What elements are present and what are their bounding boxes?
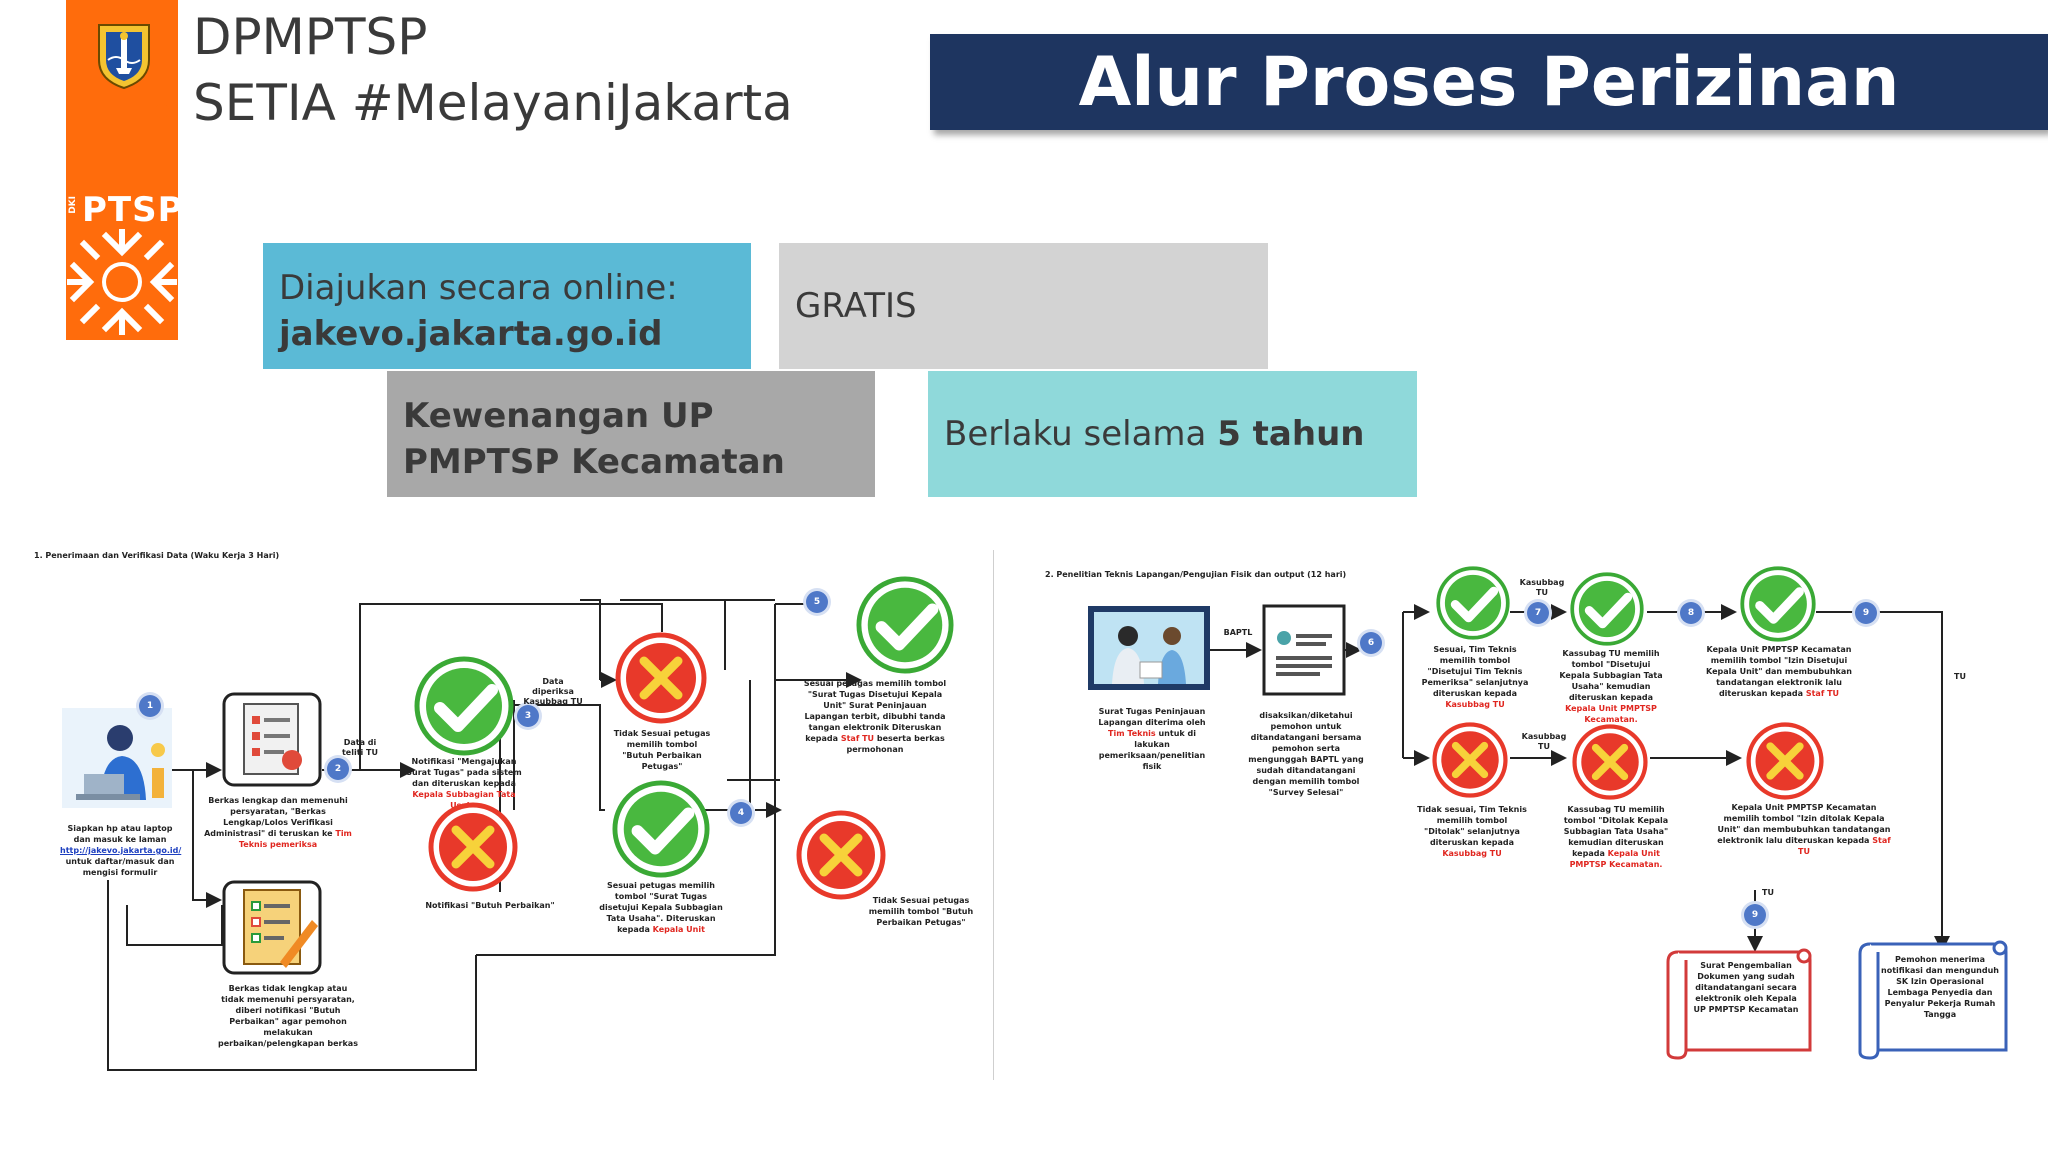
step-5-badge: 5 <box>806 591 828 613</box>
online-url-link[interactable]: jakevo.jakarta.go.id <box>279 314 663 354</box>
person-laptop-illustration <box>62 708 172 808</box>
edge-label-kasubbag-top: Kasubbag TU <box>1519 578 1565 597</box>
diagram-divider <box>993 550 994 1080</box>
cross-mark-icon <box>1432 722 1508 798</box>
jakarta-emblem-icon <box>98 24 150 90</box>
step-6-badge: 6 <box>1360 632 1382 654</box>
check-mark-icon <box>1570 572 1644 646</box>
online-submission-box: Diajukan secara online: jakevo.jakarta.g… <box>263 243 751 369</box>
edge-label-teliti: Data di teliti TU <box>341 738 379 757</box>
step-2-badge: 2 <box>327 758 349 780</box>
head-approve-description: Kepala Unit PMPTSP Kecamatan memilih tom… <box>1706 645 1852 698</box>
authority-text: Kewenangan UP PMPTSP Kecamatan <box>403 396 785 482</box>
brand-line-1: DPMPTSP <box>193 8 428 66</box>
incomplete-description: Berkas tidak lengkap atau tidak memenuhi… <box>218 984 358 1048</box>
cross-mark-icon <box>615 632 707 724</box>
check-mark-icon <box>856 576 954 674</box>
banner-title: Alur Proses Perizinan <box>1078 42 1900 122</box>
clipboard-check-icon <box>222 692 322 787</box>
step-9-top-badge: 9 <box>1855 602 1877 624</box>
check-mark-icon <box>612 780 710 878</box>
step-3-badge: 3 <box>517 705 539 727</box>
officer-accept-description: Sesuai petugas memilih tombol "Surat Tug… <box>599 881 723 934</box>
kasubbag-reject-description: Kassubag TU memilih tombol "Ditolak Kepa… <box>1563 805 1669 869</box>
tech-reject-description: Tidak sesuai, Tim Teknis memilih tombol … <box>1417 805 1527 858</box>
document-form-icon <box>1262 604 1346 696</box>
diagram1-title: 1. Penerimaan dan Verifikasi Data (Waku … <box>34 551 280 560</box>
permit-scroll-icon <box>1858 940 2008 1060</box>
step-8-badge: 8 <box>1680 602 1702 624</box>
baptl-description: disaksikan/diketahui pemohon untuk ditan… <box>1248 711 1364 797</box>
step-7-badge: 7 <box>1527 602 1549 624</box>
return-scroll-icon <box>1666 948 1812 1060</box>
sun-logo-icon <box>67 229 177 335</box>
edge-label-periksa: Data diperiksa Kasubbag TU <box>523 677 583 706</box>
final-accept-description: Sesuai petugas memilih tombol "Surat Tug… <box>803 679 947 754</box>
officer-reject-description: Tidak Sesuai petugas memilih tombol "But… <box>613 729 711 771</box>
validity-value: 5 tahun <box>1217 414 1365 454</box>
kasubbag-approve-description: Kassubag TU memilih tombol "Disetujui Ke… <box>1559 649 1663 724</box>
step-4-badge: 4 <box>730 802 752 824</box>
survey-description: Surat Tugas Peninjauan Lapangan diterima… <box>1098 707 1206 771</box>
step-1-badge: 1 <box>139 695 161 717</box>
edge-label-kasubbag-bottom: Kasubbag TU <box>1521 732 1567 751</box>
receive-description: Pemohon menerima notifikasi dan mengundu… <box>1881 955 1999 1019</box>
edge-label-baptl: BAPTL <box>1223 628 1253 637</box>
ptsp-logo-text: PTSP <box>82 190 184 230</box>
validity-prefix: Berlaku selama <box>944 414 1207 454</box>
cross-mark-icon <box>796 810 886 900</box>
edge-label-tu-right: TU <box>1954 672 1966 681</box>
cross-mark-icon <box>1746 722 1824 800</box>
title-banner: Alur Proses Perizinan <box>930 34 2048 130</box>
clipboard-edit-icon <box>222 880 322 975</box>
jakevo-link[interactable]: http://jakevo.jakarta.go.id/ <box>60 846 182 855</box>
head-reject-description: Kepala Unit PMPTSP Kecamatan memilih tom… <box>1717 803 1891 856</box>
return-description: Surat Pengembalian Dokumen yang sudah di… <box>1693 961 1799 1014</box>
brand-line-2: SETIA #MelayaniJakarta <box>193 74 793 132</box>
check-mark-icon <box>1436 566 1510 640</box>
cross-mark-icon <box>1572 724 1648 800</box>
check-mark-icon <box>414 656 514 756</box>
tech-approve-description: Sesuai, Tim Teknis memilih tombol "Diset… <box>1421 645 1529 709</box>
field-survey-illustration <box>1088 606 1210 690</box>
price-box: GRATIS <box>779 243 1268 369</box>
notif-fix-description: Notifikasi "Butuh Perbaikan" <box>425 901 555 910</box>
check-mark-icon <box>1740 566 1816 642</box>
final-reject-description: Tidak Sesuai petugas memilih tombol "But… <box>868 896 974 927</box>
edge-label-tu-bottom: TU <box>1762 888 1774 897</box>
bullet-dot <box>155 104 169 118</box>
price-text: GRATIS <box>795 286 917 326</box>
cross-mark-icon <box>428 802 518 892</box>
authority-box: Kewenangan UP PMPTSP Kecamatan <box>387 371 875 497</box>
step-9-bottom-badge: 9 <box>1744 904 1766 926</box>
diagram2-title: 2. Penelitian Teknis Lapangan/Pengujian … <box>1045 570 1347 579</box>
online-label: Diajukan secara online: <box>279 268 678 308</box>
start-description: Siapkan hp atau laptop dan masuk ke lama… <box>60 824 182 877</box>
complete-description: Berkas lengkap dan memenuhi persyaratan,… <box>204 796 352 849</box>
validity-box: Berlaku selama 5 tahun <box>928 371 1417 497</box>
